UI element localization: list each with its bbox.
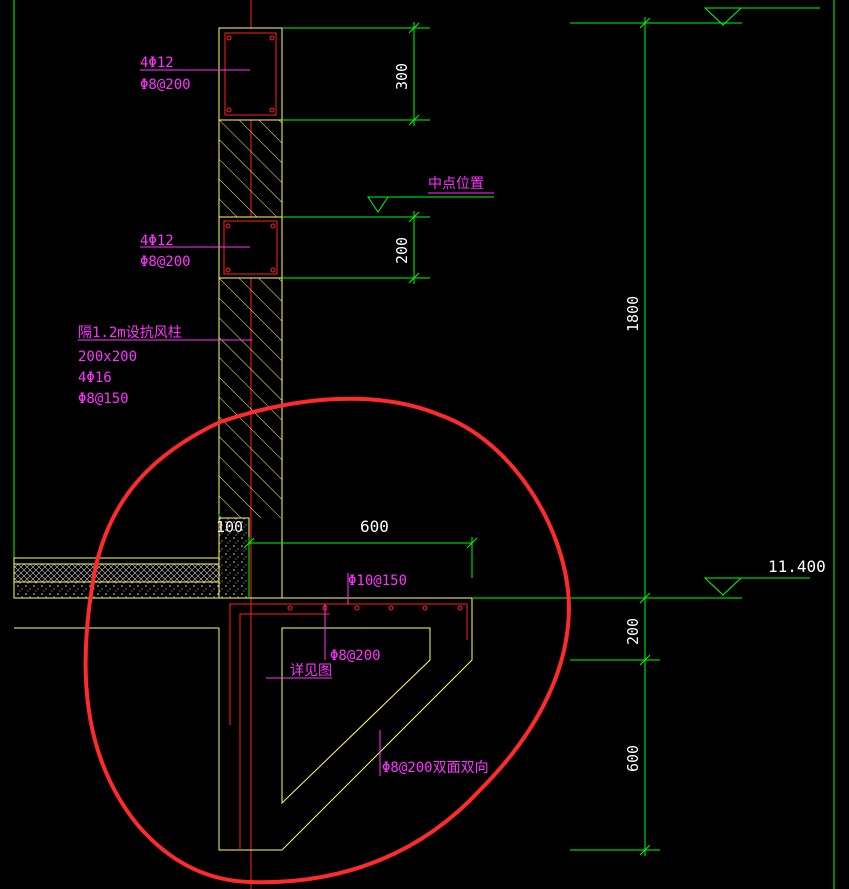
label-rebar-mid-stirrup: Φ8@200 (140, 254, 191, 270)
label-column-size: 200x200 (78, 349, 137, 365)
label-column-note: 隔1.2m设抗风柱 (78, 325, 182, 341)
leaders (78, 69, 494, 776)
bracket-rebar (229, 603, 468, 850)
dim-600-horizontal: 600 (360, 517, 389, 536)
label-detail-ref: 详见图 (290, 663, 332, 679)
label-bracket-side-rebar: Φ8@200双面双向 (382, 760, 489, 776)
label-rebar-top-main: 4Φ12 (140, 55, 174, 71)
upper-beam-section (218, 27, 283, 121)
dim-200-lower: 200 (624, 618, 642, 645)
wall (218, 27, 283, 598)
wall-base (218, 517, 250, 599)
dim-100: 100 (216, 518, 243, 536)
dim-600-vertical: 600 (624, 745, 642, 772)
frame-lines (13, 0, 835, 889)
label-rebar-top-stirrup: Φ8@200 (140, 77, 191, 93)
floor-layers (13, 557, 472, 629)
bracket (218, 598, 473, 851)
label-bracket-rebar: Φ8@200 (330, 648, 381, 664)
dimensions-green (218, 7, 820, 856)
label-column-main: 4Φ16 (78, 370, 112, 386)
label-column-stirrup: Φ8@150 (78, 391, 129, 407)
label-rebar-mid-main: 4Φ12 (140, 233, 174, 249)
dim-1800: 1800 (624, 296, 642, 332)
highlight-circle (83, 396, 571, 885)
dim-300: 300 (393, 63, 411, 90)
label-midpoint: 中点位置 (428, 176, 484, 192)
elevation-level: 11.400 (768, 557, 826, 576)
label-slab-top-rebar: Φ10@150 (348, 573, 407, 589)
dim-200-upper: 200 (393, 237, 411, 264)
